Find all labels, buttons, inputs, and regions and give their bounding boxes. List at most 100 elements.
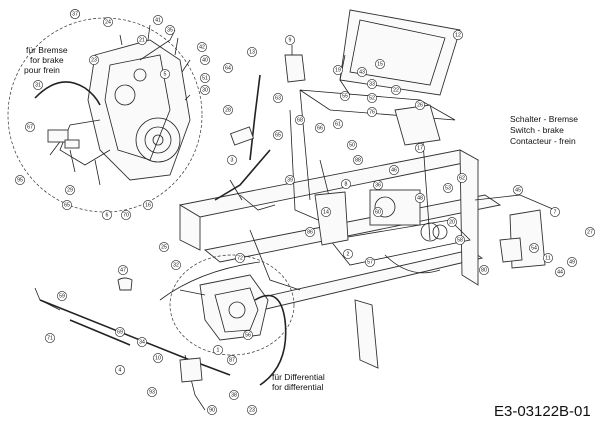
callout-circle bbox=[375, 59, 385, 69]
callout-number: 29 bbox=[67, 187, 73, 193]
callout-number: 72 bbox=[237, 255, 243, 261]
differential-transmission bbox=[159, 254, 295, 386]
callout-number: 13 bbox=[249, 49, 255, 55]
callout-number: 7 bbox=[554, 209, 557, 215]
callout-circle bbox=[365, 257, 375, 267]
callout-circle bbox=[102, 210, 112, 220]
callout-number: 38 bbox=[231, 392, 237, 398]
callout-number: 12 bbox=[455, 32, 461, 38]
callout-number: 9 bbox=[289, 37, 292, 43]
callout-circle bbox=[367, 93, 377, 103]
callout-circle bbox=[147, 387, 157, 397]
callout-circle bbox=[389, 165, 399, 175]
callout-number: 42 bbox=[199, 44, 205, 50]
callout-circle bbox=[115, 327, 125, 337]
callout-circle bbox=[367, 107, 377, 117]
callout-circle bbox=[197, 42, 207, 52]
callout-circle bbox=[543, 253, 553, 263]
callout-circle bbox=[25, 122, 35, 132]
callout-number: 34 bbox=[139, 339, 145, 345]
callout-number: 27 bbox=[587, 229, 593, 235]
callout-circle bbox=[415, 143, 425, 153]
callout-circle bbox=[200, 73, 210, 83]
callout-number: 65 bbox=[275, 132, 281, 138]
callout-circle bbox=[243, 330, 253, 340]
callout-circle bbox=[415, 193, 425, 203]
differential-label-de: für Differential bbox=[272, 372, 325, 382]
callout-circle bbox=[103, 17, 113, 27]
callout-bubbles: 1824412321354240551303167956516670299131… bbox=[15, 9, 595, 415]
callout-circle bbox=[285, 35, 295, 45]
callout-number: 49 bbox=[569, 259, 575, 265]
callout-number: 60 bbox=[375, 209, 381, 215]
callout-number: 58 bbox=[457, 237, 463, 243]
callout-circle bbox=[567, 257, 577, 267]
callout-number: 31 bbox=[35, 82, 41, 88]
callout-circle bbox=[200, 55, 210, 65]
callout-number: 93 bbox=[149, 389, 155, 395]
cable-tie-icon bbox=[117, 277, 133, 291]
callout-number: 23 bbox=[91, 57, 97, 63]
chassis-rail-rear bbox=[249, 249, 484, 311]
callout-number: 44 bbox=[557, 269, 563, 275]
callout-number: 4 bbox=[119, 367, 122, 373]
callout-number: 41 bbox=[155, 17, 161, 23]
callout-number: 37 bbox=[72, 11, 78, 17]
callout-circle bbox=[455, 235, 465, 245]
callout-number: 57 bbox=[367, 259, 373, 265]
callout-circle bbox=[353, 155, 363, 165]
callout-circle bbox=[229, 390, 239, 400]
callout-number: 63 bbox=[275, 95, 281, 101]
callout-number: 17 bbox=[417, 145, 423, 151]
callout-number: 51 bbox=[202, 75, 208, 81]
callout-circle bbox=[457, 173, 467, 183]
callout-circle bbox=[315, 123, 325, 133]
callout-circle bbox=[160, 69, 170, 79]
callout-circle bbox=[453, 30, 463, 40]
main-frame-assembly bbox=[34, 9, 556, 411]
brake-gearbox-body bbox=[87, 39, 191, 181]
callout-number: 33 bbox=[369, 81, 375, 87]
callout-circle bbox=[159, 242, 169, 252]
callout-circle bbox=[165, 25, 175, 35]
callout-circle bbox=[213, 345, 223, 355]
callout-number: 71 bbox=[47, 335, 53, 341]
callout-number: 10 bbox=[155, 355, 161, 361]
callout-circle bbox=[200, 85, 210, 95]
callout-circle bbox=[585, 227, 595, 237]
callout-number: 64 bbox=[225, 65, 231, 71]
callout-circle bbox=[479, 265, 489, 275]
drawing-code: E3-03122B-01 bbox=[494, 403, 591, 420]
callout-number: 87 bbox=[229, 357, 235, 363]
callout-circle bbox=[513, 185, 523, 195]
callout-circle bbox=[340, 91, 350, 101]
callout-number: 25 bbox=[161, 244, 167, 250]
callout-circle bbox=[373, 207, 383, 217]
callout-circle bbox=[273, 130, 283, 140]
callout-number: 86 bbox=[307, 229, 313, 235]
callout-number: 65 bbox=[64, 202, 70, 208]
callout-number: 5 bbox=[164, 71, 167, 77]
callout-number: 1 bbox=[217, 347, 220, 353]
brake-label-fr: pour frein bbox=[24, 65, 60, 75]
callout-number: 61 bbox=[335, 121, 341, 127]
callout-circle bbox=[341, 179, 351, 189]
callout-circle bbox=[45, 333, 55, 343]
callout-number: 52 bbox=[369, 95, 375, 101]
callout-circle bbox=[555, 267, 565, 277]
callout-number: 14 bbox=[323, 209, 329, 215]
callout-number: 26 bbox=[417, 102, 423, 108]
callout-number: 54 bbox=[531, 245, 537, 251]
callout-number: 19 bbox=[335, 67, 341, 73]
callout-number: 21 bbox=[139, 37, 145, 43]
callout-number: 2 bbox=[347, 251, 350, 257]
callout-number: 62 bbox=[459, 175, 465, 181]
callout-number: 66 bbox=[317, 125, 323, 131]
callout-circle bbox=[153, 15, 163, 25]
callout-circle bbox=[15, 175, 25, 185]
callout-circle bbox=[333, 119, 343, 129]
callout-number: 90 bbox=[209, 407, 215, 413]
brake-label-de: für Bremse bbox=[26, 45, 68, 55]
